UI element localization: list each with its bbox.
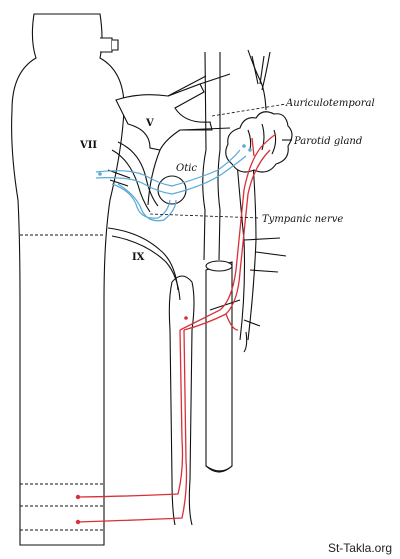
label-tympanic-nerve: Tympanic nerve — [262, 214, 343, 225]
label-nerve-vii: VII — [79, 140, 97, 151]
label-auriculotemporal: Auriculotemporal — [285, 98, 375, 109]
carotid-cylinder — [205, 260, 233, 473]
glossopharyngeal-nerve — [107, 227, 181, 301]
label-parotid-gland: Parotid gland — [293, 136, 362, 147]
vertical-vessels — [202, 49, 271, 261]
watermark: St-Takla.org — [328, 541, 392, 555]
trigeminal-nerve — [115, 73, 231, 206]
label-nerve-v: V — [145, 118, 154, 129]
tympanic-leader — [149, 213, 261, 219]
label-otic: Otic — [176, 163, 197, 174]
otic-ganglion — [157, 175, 187, 205]
descending-trunk — [168, 275, 195, 526]
sympathetic-fibres — [75, 133, 277, 525]
brainstem-spinal-cord — [11, 13, 125, 546]
facial-nerve — [107, 141, 159, 213]
parotid-gland — [225, 111, 293, 173]
parasympathetic-fibres — [95, 144, 252, 222]
auriculotemporal-leader — [211, 103, 287, 117]
label-nerve-ix: IX — [132, 252, 145, 263]
